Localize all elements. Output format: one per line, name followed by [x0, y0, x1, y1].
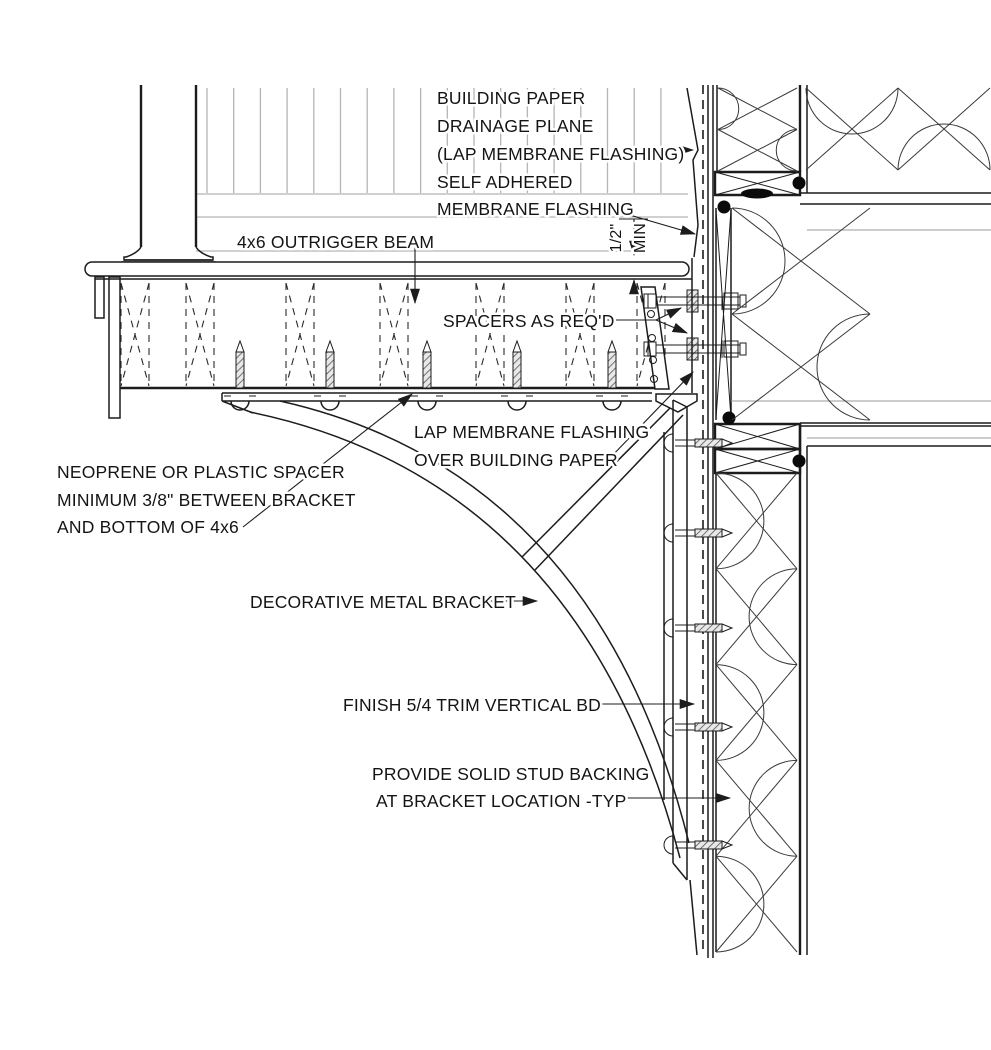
- solid-blocking: [713, 170, 802, 475]
- label-self-adhered: MEMBRANE FLASHING: [437, 199, 634, 219]
- dimension-qualifier: MIN: [632, 223, 649, 253]
- interior-floor-ceiling-lines: [731, 192, 991, 447]
- label-neoprene-spacer: AND BOTTOM OF 4x6: [57, 517, 239, 537]
- membrane-kickout-flashing: [655, 393, 698, 413]
- label-stud-backing: PROVIDE SOLID STUD BACKING: [372, 764, 649, 784]
- label-outrigger-beam: 4x6 OUTRIGGER BEAM: [237, 232, 434, 252]
- wall-sheathing: [707, 85, 714, 958]
- trim-mounting-screws: [663, 433, 734, 855]
- label-finish-trim: FINISH 5/4 TRIM VERTICAL BD: [343, 695, 601, 715]
- sealant-beads: [717, 176, 806, 468]
- label-spacers: SPACERS AS REQ'D: [443, 311, 615, 331]
- label-lap-membrane: OVER BUILDING PAPER: [414, 450, 618, 470]
- label-building-paper: DRAINAGE PLANE: [437, 116, 593, 136]
- label-lap-membrane: LAP MEMBRANE FLASHING: [414, 422, 649, 442]
- lag-screws-into-beam: [224, 339, 628, 411]
- dimension-half-inch-min: 1/2" MIN: [606, 218, 652, 295]
- label-self-adhered: SELF ADHERED: [437, 172, 573, 192]
- decorative-metal-bracket: [221, 400, 690, 859]
- leader-lines: [242, 145, 732, 803]
- label-decorative-bracket: DECORATIVE METAL BRACKET: [250, 592, 516, 612]
- siding-and-flashing: [655, 87, 699, 413]
- porch-post: [121, 85, 216, 263]
- outrigger-beam: [95, 278, 692, 390]
- deck-edge-lines: [196, 193, 688, 252]
- cross-bridging-dashed: [120, 282, 666, 387]
- bracket-top-plate: [221, 392, 652, 402]
- label-building-paper: (LAP MEMBRANE FLASHING): [437, 144, 684, 164]
- dimension-value: 1/2": [608, 224, 625, 253]
- label-neoprene-spacer: NEOPRENE OR PLASTIC SPACER: [57, 462, 345, 482]
- stud-lines: [715, 85, 808, 955]
- annotations: BUILDING PAPER DRAINAGE PLANE (LAP MEMBR…: [55, 86, 687, 814]
- railing-balusters-beyond: [206, 88, 662, 193]
- batt-insulation: [715, 87, 991, 953]
- label-building-paper: BUILDING PAPER: [437, 88, 585, 108]
- beam-fascia: [94, 276, 121, 419]
- label-neoprene-spacer: MINIMUM 3/8" BETWEEN BRACKET: [57, 490, 356, 510]
- label-stud-backing: AT BRACKET LOCATION -TYP: [376, 791, 627, 811]
- finish-trim-board: [672, 399, 698, 956]
- deck-nosing-rail: [84, 261, 690, 277]
